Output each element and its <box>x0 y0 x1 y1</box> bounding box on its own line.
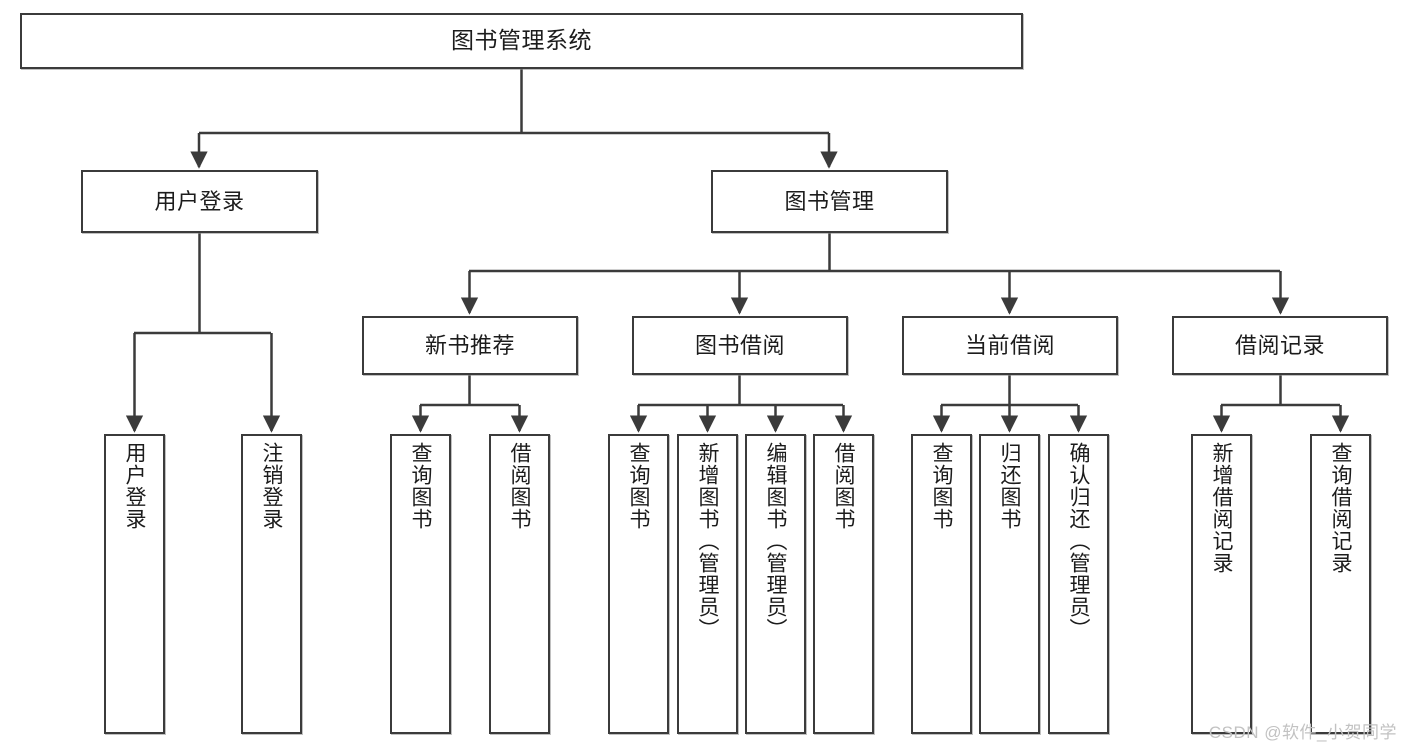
node-leaf-user-login[interactable]: 用户登录 <box>104 434 165 734</box>
node-user-login-label: 用户登录 <box>154 188 245 214</box>
node-leaf-add-book[interactable]: 新增图书（管理员） <box>677 434 738 734</box>
node-borrow-record-label: 借阅记录 <box>1234 332 1325 358</box>
node-leaf-confirm-return[interactable]: 确认归还（管理员） <box>1048 434 1109 734</box>
csdn-watermark: CSDN @软件_小贺同学 <box>1208 723 1397 742</box>
node-leaf-return-book-label: 归还图书 <box>998 442 1022 530</box>
node-leaf-add-record[interactable]: 新增借阅记录 <box>1191 434 1252 734</box>
node-new-book-recommend[interactable]: 新书推荐 <box>362 316 578 375</box>
node-leaf-user-login-label: 用户登录 <box>123 442 147 530</box>
node-leaf-confirm-return-label: 确认归还（管理员） <box>1067 442 1091 640</box>
node-root-label: 图书管理系统 <box>451 27 592 54</box>
node-leaf-edit-book[interactable]: 编辑图书（管理员） <box>745 434 806 734</box>
node-leaf-query-book-3-label: 查询图书 <box>930 442 954 530</box>
node-leaf-query-book-2[interactable]: 查询图书 <box>608 434 669 734</box>
node-borrow-record[interactable]: 借阅记录 <box>1172 316 1388 375</box>
node-leaf-add-record-label: 新增借阅记录 <box>1210 442 1234 574</box>
node-new-book-recommend-label: 新书推荐 <box>424 332 515 358</box>
node-leaf-query-book-3[interactable]: 查询图书 <box>911 434 972 734</box>
node-leaf-logout-login-label: 注销登录 <box>260 442 284 530</box>
node-book-manage[interactable]: 图书管理 <box>711 170 948 233</box>
node-leaf-query-record[interactable]: 查询借阅记录 <box>1310 434 1371 734</box>
node-leaf-borrow-book-1[interactable]: 借阅图书 <box>489 434 550 734</box>
node-leaf-borrow-book-2-label: 借阅图书 <box>832 442 856 530</box>
node-leaf-add-book-label: 新增图书（管理员） <box>696 442 720 640</box>
node-leaf-edit-book-label: 编辑图书（管理员） <box>764 442 788 640</box>
node-leaf-query-record-label: 查询借阅记录 <box>1329 442 1353 574</box>
node-leaf-query-book-1-label: 查询图书 <box>409 442 433 530</box>
node-user-login[interactable]: 用户登录 <box>81 170 318 233</box>
node-book-borrow[interactable]: 图书借阅 <box>632 316 848 375</box>
node-leaf-borrow-book-2[interactable]: 借阅图书 <box>813 434 874 734</box>
node-leaf-logout-login[interactable]: 注销登录 <box>241 434 302 734</box>
node-leaf-return-book[interactable]: 归还图书 <box>979 434 1040 734</box>
node-book-manage-label: 图书管理 <box>784 188 875 214</box>
node-leaf-query-book-2-label: 查询图书 <box>627 442 651 530</box>
node-book-borrow-label: 图书借阅 <box>694 332 785 358</box>
node-current-borrow-label: 当前借阅 <box>964 332 1055 358</box>
node-leaf-query-book-1[interactable]: 查询图书 <box>390 434 451 734</box>
node-current-borrow[interactable]: 当前借阅 <box>902 316 1118 375</box>
node-root[interactable]: 图书管理系统 <box>20 13 1023 69</box>
node-leaf-borrow-book-1-label: 借阅图书 <box>508 442 532 530</box>
